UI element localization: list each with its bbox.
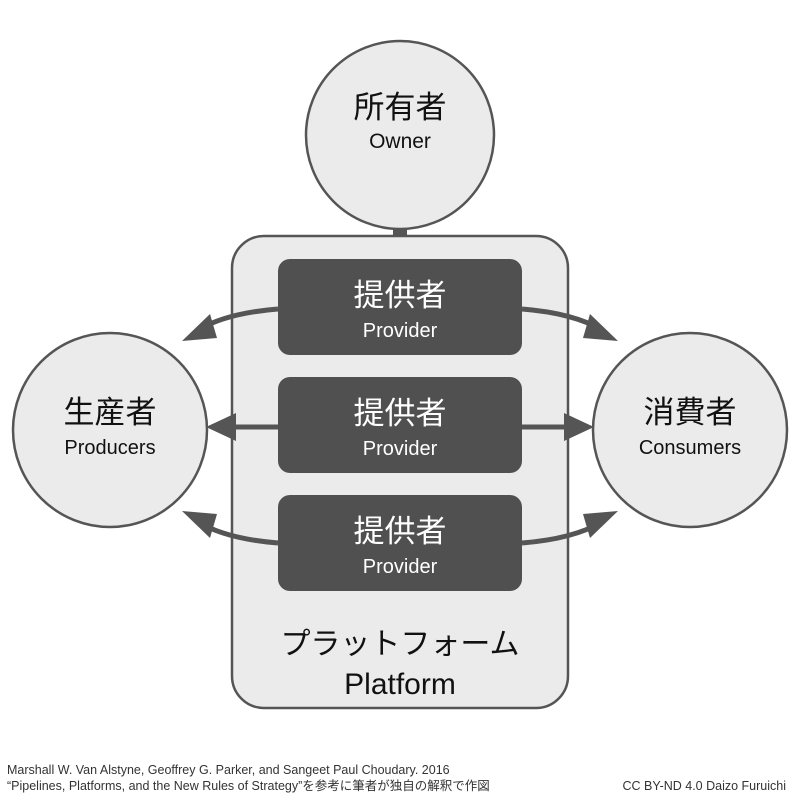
arrowhead-top-right xyxy=(583,314,618,341)
provider-box-2 xyxy=(278,377,522,473)
arrowheads xyxy=(182,314,618,538)
owner-circle xyxy=(304,39,496,231)
producers-label-en: Producers xyxy=(64,437,155,459)
producers-label-ja: 生産者 xyxy=(64,395,157,431)
provider-1-label-ja: 提供者 xyxy=(354,278,447,314)
consumers-circle xyxy=(591,331,789,529)
owner-label-en: Owner xyxy=(369,130,431,153)
source-citation-line-2: “Pipelines, Platforms, and the New Rules… xyxy=(7,779,490,793)
provider-1-label-en: Provider xyxy=(363,320,438,342)
arrowhead-mid-right xyxy=(564,413,594,441)
producers-circle xyxy=(11,331,209,529)
arrowhead-bottom-right xyxy=(583,511,618,538)
provider-2-label-ja: 提供者 xyxy=(354,396,447,432)
owner-label-ja: 所有者 xyxy=(354,90,447,126)
source-citation: Marshall W. Van Alstyne, Geoffrey G. Par… xyxy=(7,762,490,794)
license-credit: CC BY-ND 4.0 Daizo Furuichi xyxy=(622,779,786,793)
provider-box-1 xyxy=(278,259,522,355)
consumers-label-en: Consumers xyxy=(639,437,741,459)
provider-box-3 xyxy=(278,495,522,591)
platform-label-ja: プラットフォーム xyxy=(280,627,519,662)
provider-3-label-ja: 提供者 xyxy=(354,514,447,550)
platform-label-en: Platform xyxy=(344,668,456,701)
consumers-label-ja: 消費者 xyxy=(644,395,737,431)
arrowhead-bottom-left xyxy=(182,511,217,538)
arrowhead-top-left xyxy=(182,314,217,341)
provider-3-label-en: Provider xyxy=(363,556,438,578)
provider-2-label-en: Provider xyxy=(363,438,438,460)
source-citation-line-1: Marshall W. Van Alstyne, Geoffrey G. Par… xyxy=(7,763,450,777)
arrowhead-mid-left xyxy=(206,413,236,441)
